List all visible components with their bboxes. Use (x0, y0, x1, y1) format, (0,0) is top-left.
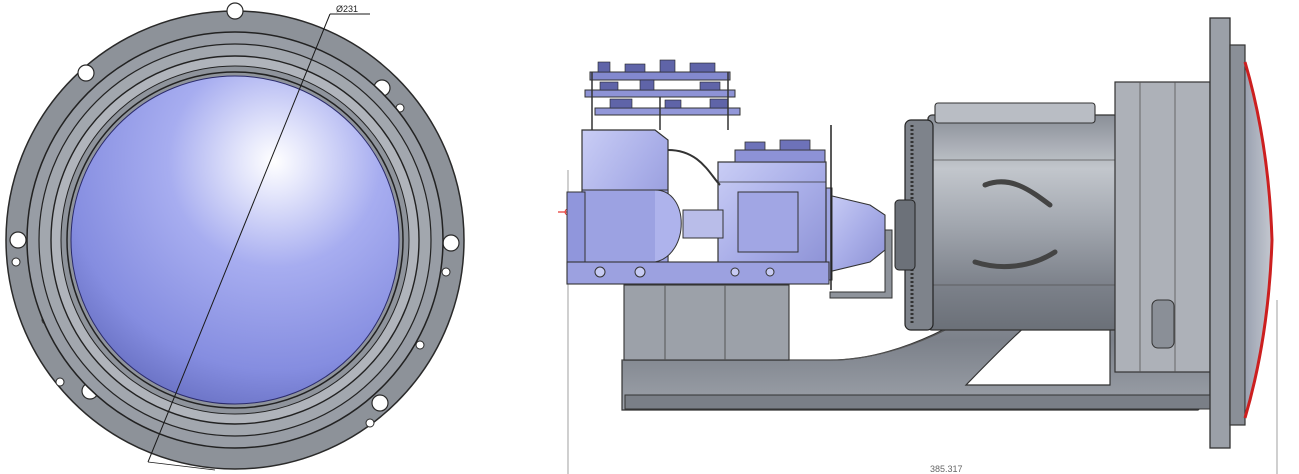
lens-barrel (927, 114, 1119, 331)
barrel-slot-2 (972, 249, 1058, 270)
motor-side-block (566, 191, 586, 263)
front-view: Ø231 (5, 2, 465, 471)
diameter-label: Ø231 (336, 4, 358, 14)
ring-5 (66, 71, 404, 409)
mount-bracket (829, 229, 893, 299)
pcb-components (597, 59, 729, 109)
length-label: 385.317 (930, 464, 963, 474)
cone-adapter (827, 194, 886, 273)
pcb-board-low (594, 107, 741, 116)
barrel-slot-1 (982, 179, 1053, 208)
sensor-pcb (734, 149, 826, 163)
diameter-dimension-line (147, 13, 331, 463)
base-plate-bottom (624, 394, 1226, 410)
drive-shaft (682, 209, 724, 239)
front-flange (1209, 17, 1231, 449)
front-flange-step (1229, 44, 1246, 426)
side-view: 385.317 (558, 17, 1278, 474)
top-rod (934, 102, 1096, 124)
pcb-standoffs (591, 72, 729, 130)
pcb-board-top (589, 71, 731, 81)
cage-window (1151, 299, 1175, 349)
lens-glass (70, 75, 400, 405)
flange-notches (9, 2, 460, 412)
pcb-board-mid (584, 89, 736, 98)
gear-ring-inner (894, 199, 916, 271)
lower-board (566, 261, 830, 285)
cable (667, 149, 721, 186)
support-block (623, 284, 790, 361)
front-window-edge (1243, 61, 1274, 419)
